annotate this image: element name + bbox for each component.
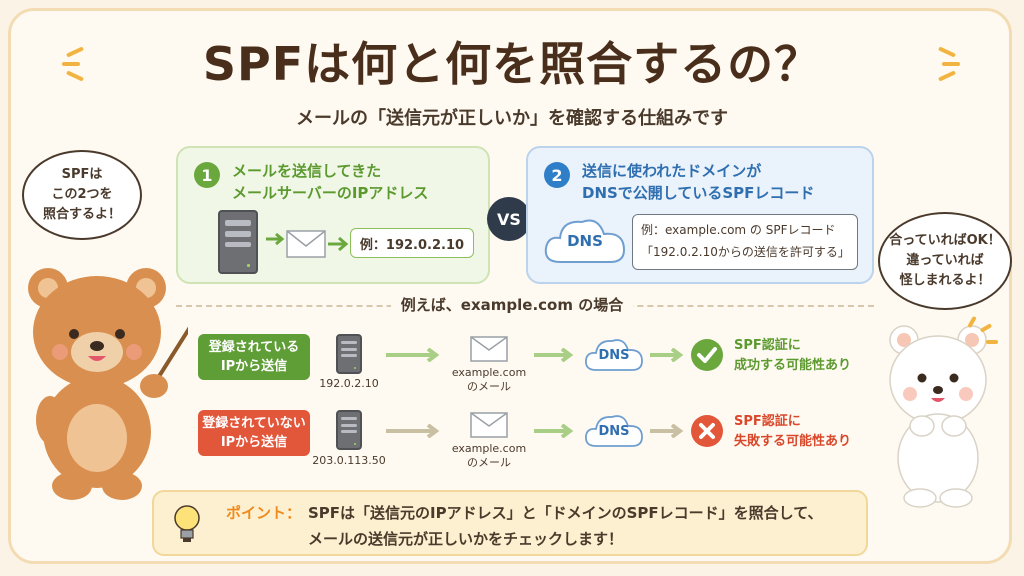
ip-label: 203.0.113.50: [312, 454, 386, 467]
card-title: 送信に使われたドメインが DNSで公開しているSPFレコード: [582, 160, 814, 204]
mail-label-line: のメール: [467, 380, 511, 393]
mail-label-line: example.com: [451, 366, 527, 379]
lightbulb-icon: [174, 505, 200, 542]
sparkle-icon: [62, 62, 80, 66]
white-bear-illustration: [889, 325, 987, 508]
number-badge: 1: [194, 162, 220, 188]
result-line: SPF認証に: [734, 338, 801, 353]
point-text-line1: SPFは「送信元のIPアドレス」と「ドメインのSPFレコード」を照合して、: [308, 504, 823, 522]
check-icon: [691, 339, 723, 371]
number-badge: 2: [544, 162, 570, 188]
brown-bear-illustration: [28, 268, 188, 500]
spf-record-example: 例：example.com の SPFレコード 「192.0.2.10からの送信…: [632, 214, 858, 270]
mail-label-line: example.com: [451, 442, 527, 455]
left-speech-bubble: SPFは この2つを 照合するよ！: [22, 150, 142, 240]
card-title: メールを送信してきた メールサーバーのIPアドレス: [232, 160, 428, 204]
arrow-right-icon: [386, 424, 440, 438]
spf-record-card: 2 送信に使われたドメインが DNSで公開しているSPFレコード DNS 例：e…: [526, 146, 874, 284]
bubble-line: 違っていれば: [906, 253, 984, 268]
ip-label: 192.0.2.10: [319, 377, 379, 390]
envelope-icon: [470, 412, 508, 438]
card-title-line: メールサーバーのIPアドレス: [232, 184, 429, 202]
result-line: 成功する可能性あり: [734, 358, 852, 373]
subtitle: メールの「送信元が正しいか」を確認する仕組みです: [296, 108, 728, 129]
server-icon: [218, 210, 258, 274]
tag-line: IPから送信: [220, 359, 288, 374]
page-title: SPFは何と何を照合するの？: [202, 37, 822, 91]
bubble-line: 照合するよ！: [42, 207, 121, 222]
server-icon: [336, 334, 362, 374]
arrow-right-icon: [386, 348, 440, 362]
result-line: 失敗する可能性あり: [734, 434, 852, 449]
vs-badge: VS: [487, 197, 531, 241]
tag-line: 登録されている: [208, 340, 300, 355]
registered-ip-tag: 登録されている IPから送信: [198, 334, 310, 380]
tag-line: 登録されていない: [202, 416, 306, 431]
cross-icon: [691, 415, 723, 447]
dns-cloud-icon: [585, 339, 643, 371]
arrow-right-icon: [534, 424, 574, 438]
point-text-line2: メールの送信元が正しいかをチェックします！: [308, 530, 624, 548]
dns-label: DNS: [598, 348, 630, 363]
envelope-icon: [286, 230, 326, 258]
record-line: 「192.0.2.10からの送信を許可する」: [641, 245, 850, 259]
point-box: ポイント： SPFは「送信元のIPアドレス」と「ドメインのSPFレコード」を照合…: [152, 490, 868, 556]
success-result: SPF認証に 成功する可能性あり: [734, 336, 851, 376]
arrow-right-icon: [534, 348, 574, 362]
bubble-line: 合っていればOK！: [889, 233, 1001, 248]
ip-address-card: 1 メールを送信してきた メールサーバーのIPアドレス 例：192.0.2.10: [176, 146, 490, 284]
arrow-right-icon: [650, 348, 684, 362]
bubble-line: SPFは: [61, 167, 103, 182]
example-heading-text: 例えば、example.com の場合: [390, 296, 634, 314]
bubble-line: この2つを: [51, 187, 113, 202]
arrow-right-icon: [328, 236, 349, 252]
sparkle-icon: [942, 62, 960, 66]
envelope-icon: [470, 336, 508, 362]
example-heading: 例えば、example.com の場合: [0, 294, 1024, 315]
point-label: ポイント：: [226, 504, 302, 522]
mail-label: example.com のメール: [444, 442, 534, 470]
failure-result: SPF認証に 失敗する可能性あり: [734, 412, 851, 452]
right-speech-bubble: 合っていればOK！ 違っていれば 怪しまれるよ！: [878, 212, 1012, 310]
card-title-line: メールを送信してきた: [232, 162, 382, 180]
dns-cloud-icon: [585, 415, 643, 447]
result-line: SPF認証に: [734, 414, 801, 429]
dns-label: DNS: [598, 424, 630, 439]
record-line: 例：example.com の SPFレコード: [641, 223, 836, 237]
server-icon: [336, 410, 362, 450]
card-title-line: 送信に使われたドメインが: [582, 162, 762, 180]
sparkle-icon: [986, 340, 998, 344]
dns-label: DNS: [567, 232, 603, 250]
arrow-right-icon: [266, 232, 285, 246]
mail-label: example.com のメール: [444, 366, 534, 394]
mail-label-line: のメール: [467, 456, 511, 469]
unregistered-ip-tag: 登録されていない IPから送信: [198, 410, 310, 456]
bubble-line: 怪しまれるよ！: [899, 273, 991, 288]
card-title-line: DNSで公開しているSPFレコード: [582, 184, 815, 202]
tag-line: IPから送信: [220, 435, 288, 450]
background-frame: [8, 8, 1012, 564]
dns-cloud-icon: [544, 219, 626, 263]
ip-example: 例：192.0.2.10: [350, 228, 474, 258]
arrow-right-icon: [650, 424, 684, 438]
